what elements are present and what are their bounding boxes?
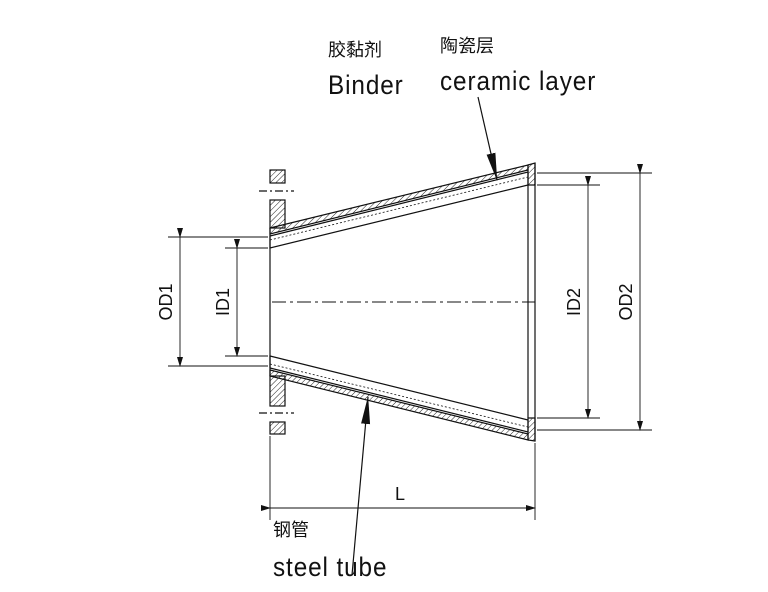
top-wall xyxy=(269,162,536,249)
binder-label-en: Binder xyxy=(328,70,404,100)
ceramic-label-cn: 陶瓷层 xyxy=(440,36,494,57)
steel-label-cn: 钢管 xyxy=(273,520,309,541)
od2-label: OD2 xyxy=(616,283,636,320)
id1-label: ID1 xyxy=(213,288,233,316)
od1-label: OD1 xyxy=(156,283,176,320)
id2-label: ID2 xyxy=(564,288,584,316)
steel-leader-arrow xyxy=(351,396,371,576)
binder-label-cn: 胶黏剂 xyxy=(328,40,382,61)
ceramic-label-en: ceramic layer xyxy=(440,66,597,96)
ceramic-leader-arrow xyxy=(477,96,498,181)
flange xyxy=(259,169,294,435)
bottom-wall xyxy=(269,355,536,442)
length-label: L xyxy=(395,484,405,504)
steel-label-en: steel tube xyxy=(273,552,388,582)
